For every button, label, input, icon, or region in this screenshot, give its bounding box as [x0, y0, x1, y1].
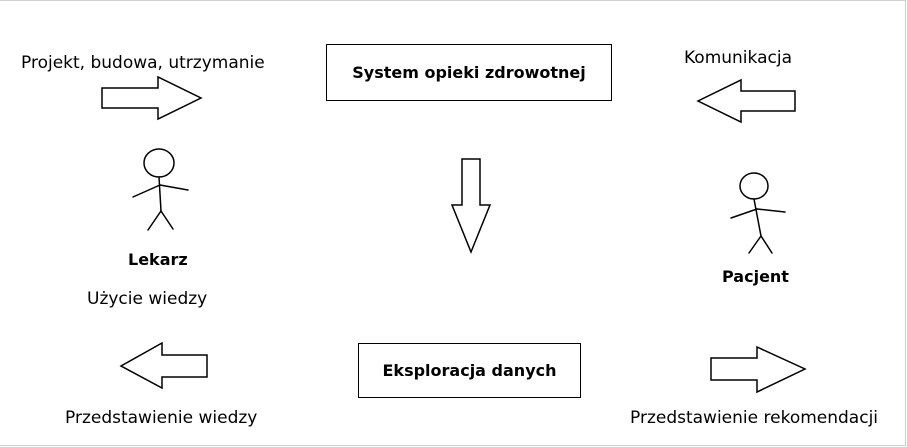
healthcare-system-label: System opieki zdrowotnej	[352, 63, 586, 82]
stick-figure-icon	[730, 172, 786, 254]
knowledge-use-label: Użycie wiedzy	[87, 289, 208, 309]
data-exploration-box: Eksploracja danych	[358, 343, 581, 398]
arrow-left-icon	[119, 341, 208, 390]
design-build-maintain-label: Projekt, budowa, utrzymanie	[21, 53, 265, 73]
patient-label: Pacjent	[722, 267, 789, 286]
recommendation-presentation-label: Przedstawienie rekomendacji	[630, 408, 879, 428]
arrow-down-icon	[450, 158, 492, 255]
arrow-left-icon	[696, 78, 796, 124]
doctor-label: Lekarz	[128, 250, 188, 269]
knowledge-presentation-label: Przedstawienie wiedzy	[65, 408, 258, 428]
healthcare-system-box: System opieki zdrowotnej	[326, 44, 612, 101]
data-exploration-label: Eksploracja danych	[382, 361, 557, 380]
stick-figure-icon	[132, 148, 189, 231]
communication-label: Komunikacja	[684, 48, 792, 68]
arrow-right-icon	[710, 345, 807, 394]
arrow-right-icon	[101, 75, 203, 121]
